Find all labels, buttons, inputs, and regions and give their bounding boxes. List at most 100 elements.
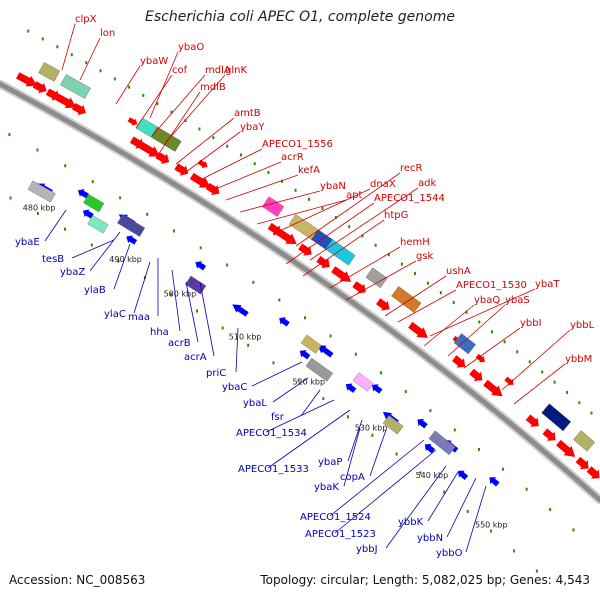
kbp-label: 490 kbp <box>109 255 142 264</box>
forward-label-line <box>115 65 141 105</box>
forward-label-line <box>175 117 235 165</box>
tick-dot-outer <box>465 310 468 314</box>
kbp-label: 500 kbp <box>164 289 197 298</box>
forward-label-line <box>309 187 419 261</box>
reverse-label-line <box>446 477 477 538</box>
tick-dot-far <box>195 309 198 313</box>
tick-dot-inner <box>525 487 528 491</box>
reverse-gene-label: APECO1_1523 <box>305 529 376 540</box>
forward-gene-label: recR <box>400 163 423 174</box>
forward-gene-arrow <box>556 439 576 457</box>
reverse-label-line <box>185 281 199 343</box>
forward-gene-label: ybaN <box>320 181 346 192</box>
forward-gene-label: dnaX <box>370 179 396 190</box>
tick-dot-outer <box>334 216 337 220</box>
inner-gene-block <box>300 334 322 354</box>
inner-gene-block <box>185 275 207 295</box>
forward-label-line <box>159 91 201 153</box>
tick-dot-inner <box>91 180 94 184</box>
tick-dot-outer <box>439 291 442 295</box>
tick-dot-inner <box>304 316 307 320</box>
forward-label-line <box>239 190 321 213</box>
tick-dot-outer <box>426 281 429 285</box>
gene-block <box>541 403 571 432</box>
tick-dot-outer <box>99 69 102 73</box>
tick-dot-inner <box>119 196 122 200</box>
forward-label-line <box>185 131 241 173</box>
tick-dot-inner <box>252 280 255 284</box>
reverse-gene-label: ybbK <box>398 517 424 528</box>
tick-dot-outer <box>413 272 416 276</box>
forward-gene-arrow <box>155 151 170 164</box>
forward-label-line <box>149 51 179 119</box>
tick-dot-far <box>419 471 422 475</box>
forward-gene-arrow <box>55 93 77 108</box>
reverse-label-line <box>267 409 351 469</box>
tick-dot-inner <box>36 148 39 152</box>
tick-dot-far <box>90 243 93 247</box>
tick-dot-outer <box>170 110 173 114</box>
tick-dot-outer <box>361 234 364 238</box>
reverse-label-line <box>329 439 425 517</box>
tick-dot-outer <box>184 119 187 123</box>
inner-gene-block <box>27 180 56 203</box>
reverse-label-line <box>113 243 131 290</box>
tick-dot-outer <box>374 243 377 247</box>
forward-gene-label: cof <box>172 65 188 76</box>
reverse-gene-label: ylaC <box>104 309 126 320</box>
forward-label-line <box>212 161 282 191</box>
forward-label-line <box>302 219 385 277</box>
kbp-label: 520 kbp <box>292 377 325 386</box>
tick-dot-inner <box>173 229 176 233</box>
tick-dot-inner <box>226 263 229 267</box>
tick-dot-far <box>297 379 300 383</box>
forward-label-line <box>225 174 299 201</box>
reverse-gene-label: ybbN <box>417 533 443 544</box>
kbp-label: 550 kbp <box>475 520 508 529</box>
tick-dot-outer <box>85 61 88 65</box>
forward-gene-arrow <box>469 368 483 382</box>
forward-gene-arrow <box>129 136 144 149</box>
tick-dot-outer <box>70 53 73 57</box>
forward-gene-arrow <box>276 228 297 245</box>
tick-dot-inner <box>64 164 67 168</box>
forward-gene-arrow <box>525 414 539 427</box>
tick-dot-far <box>322 397 325 401</box>
reverse-label-line <box>300 389 321 417</box>
reverse-gene-label: priC <box>206 368 226 379</box>
tick-dot-far <box>221 326 224 330</box>
forward-gene-arrow <box>16 72 38 87</box>
tick-dot-outer <box>308 197 311 201</box>
tick-dot-inner <box>354 352 357 356</box>
reverse-gene-arrow <box>299 350 311 360</box>
forward-gene-label: ushA <box>446 266 471 277</box>
reverse-gene-label: ybaL <box>243 398 267 409</box>
forward-gene-label: gsk <box>416 251 434 262</box>
forward-gene-arrow <box>32 81 47 94</box>
tick-dot-inner <box>199 246 202 250</box>
tick-dot-outer <box>541 370 544 374</box>
forward-label-line <box>463 327 521 369</box>
reverse-gene-label: ybaK <box>314 482 339 493</box>
forward-gene-arrow <box>45 88 60 101</box>
tick-dot-outer <box>56 45 59 49</box>
reverse-gene-arrow <box>489 477 500 487</box>
tick-dot-outer <box>128 85 131 89</box>
forward-gene-label: apt <box>346 190 362 201</box>
tick-dot-inner <box>8 133 11 137</box>
tick-dot-far <box>489 529 492 533</box>
tick-dot-outer <box>452 300 455 304</box>
tick-dot-far <box>170 292 173 296</box>
forward-gene-arrow <box>298 243 312 256</box>
reverse-label-line <box>133 261 151 314</box>
tick-dot-outer <box>590 411 593 415</box>
reverse-label-line <box>343 427 361 487</box>
forward-label-line <box>447 304 506 357</box>
tick-dot-outer <box>553 380 556 384</box>
gene-block <box>150 126 182 152</box>
forward-gene-label: acrR <box>281 152 304 163</box>
forward-gene-arrow <box>451 355 466 368</box>
forward-label-line <box>199 148 263 181</box>
reverse-label-line <box>251 361 303 387</box>
reverse-gene-label: ybbO <box>436 548 463 559</box>
